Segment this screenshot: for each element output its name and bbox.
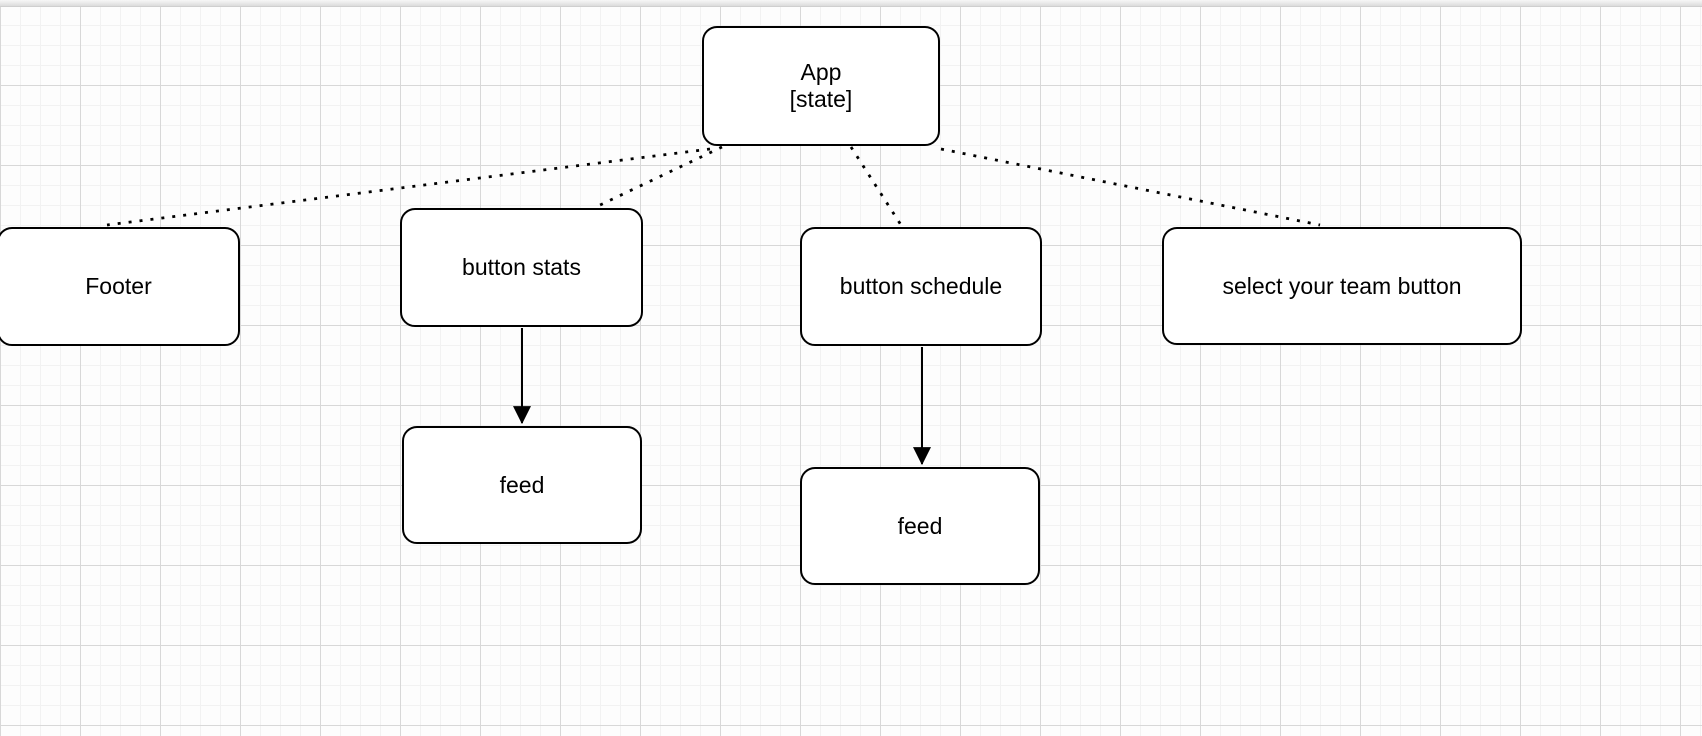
node-button-stats-label: button stats — [462, 254, 581, 280]
node-feed-stats-label: feed — [499, 471, 545, 498]
edge-app-select-team[interactable] — [940, 147, 1321, 227]
edge-app-footer[interactable] — [106, 147, 711, 227]
node-button-schedule[interactable]: button schedule — [800, 227, 1042, 346]
node-app-sublabel: [state] — [789, 86, 853, 112]
node-app-label: App — [800, 59, 842, 85]
node-footer-label: Footer — [85, 273, 152, 299]
node-button-schedule-label: button schedule — [839, 273, 1003, 299]
edge-app-button-schedule[interactable] — [849, 146, 903, 226]
edge-app-button-stats[interactable] — [597, 145, 723, 208]
node-feed-under-schedule[interactable]: feed — [800, 467, 1040, 585]
node-footer[interactable]: Footer — [0, 227, 240, 346]
node-app[interactable]: App [state] — [702, 26, 940, 146]
node-feed-under-stats[interactable]: feed — [402, 426, 642, 544]
node-select-team-button[interactable]: select your team button — [1162, 227, 1522, 345]
node-select-team-label: select your team button — [1222, 272, 1462, 299]
node-feed-schedule-label: feed — [897, 512, 943, 539]
horizontal-scrollbar[interactable] — [0, 0, 1702, 7]
node-button-stats[interactable]: button stats — [400, 208, 643, 327]
